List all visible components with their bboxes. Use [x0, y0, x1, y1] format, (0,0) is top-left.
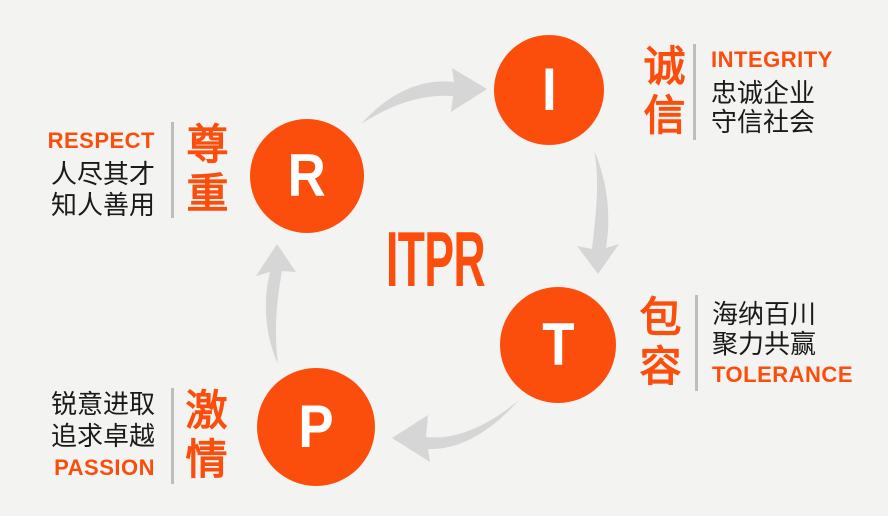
respect-cn-value: 尊重 [181, 122, 228, 220]
integrity-letter: I [541, 56, 557, 123]
integrity-node-circle: I [494, 35, 604, 145]
respect-divider [171, 122, 174, 218]
respect-letter: R [287, 142, 327, 209]
curved-arrow-p-to-r-icon [256, 244, 296, 364]
integrity-desc-line2: 守信社会 [711, 107, 816, 137]
tolerance-desc-line2: 聚力共赢 [712, 329, 817, 359]
respect-desc-line1: 人尽其才 [50, 159, 155, 189]
respect-desc-line2: 知人善用 [50, 190, 155, 220]
passion-en-label: PASSION [54, 455, 155, 480]
curved-arrow-r-to-i-icon [361, 68, 487, 124]
integrity-cn-value: 诚信 [638, 44, 685, 142]
passion-desc-line2: 追求卓越 [50, 421, 155, 451]
curved-arrow-t-to-p-icon [392, 400, 519, 462]
passion-letter: P [298, 393, 334, 460]
passion-node-circle: P [257, 368, 375, 486]
curved-arrow-i-to-t-icon [577, 150, 619, 274]
respect-node-circle: R [250, 119, 364, 233]
tolerance-letter: T [541, 311, 575, 378]
passion-cn-value: 激情 [180, 388, 227, 486]
passion-divider [171, 388, 174, 484]
diagram-title: ITPR [386, 215, 486, 303]
integrity-divider [693, 44, 696, 140]
tolerance-node-circle: T [500, 287, 616, 403]
passion-desc-line1: 锐意进取 [50, 389, 155, 419]
respect-en-label: RESPECT [47, 128, 155, 153]
integrity-en-label: INTEGRITY [711, 47, 833, 72]
tolerance-divider [695, 295, 698, 391]
tolerance-en-label: TOLERANCE [712, 362, 853, 387]
integrity-desc-line1: 忠诚企业 [711, 78, 816, 108]
tolerance-cn-value: 包容 [634, 295, 681, 393]
tolerance-desc-line1: 海纳百川 [712, 299, 817, 329]
